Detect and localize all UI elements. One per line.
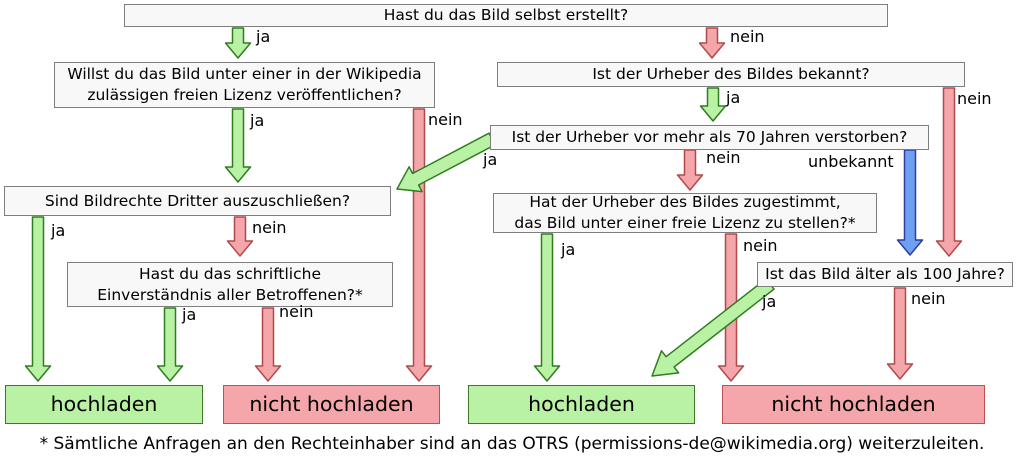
arrow-old100-nein bbox=[886, 287, 914, 380]
edge-label-consent-ja: ja bbox=[182, 305, 197, 324]
edge-label-dead70-unbekannt: unbekannt bbox=[808, 152, 894, 171]
edge-label-license-nein: nein bbox=[428, 110, 463, 129]
arrow-known-ja bbox=[699, 87, 727, 122]
node-result-upload-right: hochladen bbox=[468, 385, 695, 424]
node-question-older-100: Ist das Bild älter als 100 Jahre? bbox=[757, 262, 1013, 287]
node-question-author-agreed: Hat der Urheber des Bildes zugestimmt, d… bbox=[493, 193, 877, 233]
arrow-self-nein bbox=[698, 27, 726, 59]
arrow-license-nein bbox=[405, 108, 433, 382]
edge-label-known-ja: ja bbox=[726, 88, 741, 107]
arrow-agreed-ja bbox=[533, 233, 561, 382]
arrow-dead70-nein bbox=[676, 149, 704, 191]
arrow-dead70-unbekannt bbox=[896, 149, 924, 256]
edge-label-license-ja: ja bbox=[250, 111, 265, 130]
edge-label-self-ja: ja bbox=[256, 27, 271, 46]
footnote: * Sämtliche Anfragen an den Rechteinhabe… bbox=[39, 434, 985, 454]
edge-label-agreed-nein: nein bbox=[743, 236, 778, 255]
edge-label-old100-nein: nein bbox=[911, 289, 946, 308]
arrow-consent-ja bbox=[156, 307, 184, 382]
node-result-upload-left: hochladen bbox=[5, 385, 203, 424]
node-question-free-license: Willst du das Bild unter einer in der Wi… bbox=[54, 62, 435, 108]
edge-label-dead70-nein: nein bbox=[706, 148, 741, 167]
arrow-thirdparty-nein bbox=[226, 216, 254, 257]
arrow-known-nein bbox=[935, 87, 963, 257]
edge-label-old100-ja: ja bbox=[762, 292, 777, 311]
edge-label-agreed-ja: ja bbox=[561, 240, 576, 259]
arrow-thirdparty-ja bbox=[24, 216, 52, 382]
node-question-author-dead-70: Ist der Urheber vor mehr als 70 Jahren v… bbox=[490, 125, 929, 150]
edge-label-dead70-ja: ja bbox=[483, 150, 498, 169]
edge-label-known-nein: nein bbox=[957, 89, 992, 108]
node-question-self-created: Hast du das Bild selbst erstellt? bbox=[124, 4, 888, 27]
node-result-no-upload-left: nicht hochladen bbox=[223, 385, 440, 424]
node-question-written-consent: Hast du das schriftliche Einverständnis … bbox=[67, 262, 393, 307]
edge-label-consent-nein: nein bbox=[279, 302, 314, 321]
node-question-author-known: Ist der Urheber des Bildes bekannt? bbox=[497, 62, 965, 87]
arrow-consent-nein bbox=[254, 307, 282, 382]
edge-label-thirdparty-nein: nein bbox=[252, 218, 287, 237]
arrow-license-ja bbox=[224, 108, 252, 183]
edge-label-thirdparty-ja: ja bbox=[51, 221, 66, 240]
arrow-dead70-ja bbox=[396, 132, 496, 193]
arrow-old100-ja bbox=[651, 278, 775, 377]
edge-label-self-nein: nein bbox=[730, 27, 765, 46]
arrow-self-ja bbox=[224, 27, 252, 59]
node-result-no-upload-right: nicht hochladen bbox=[722, 385, 985, 424]
node-question-third-party-rights: Sind Bildrechte Dritter auszuschließen? bbox=[4, 186, 391, 216]
